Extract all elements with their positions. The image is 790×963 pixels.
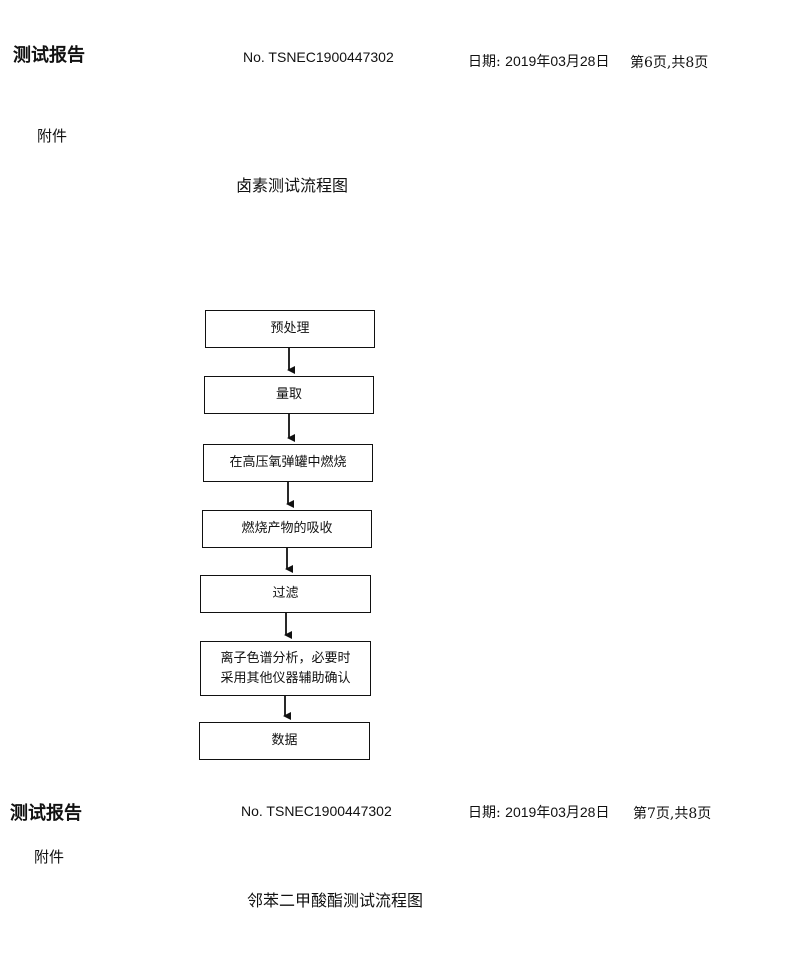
date-label: 日期: <box>468 54 501 70</box>
flow-step-label: 预处理 <box>270 321 310 336</box>
flow-step-absorption: 燃烧产物的吸收 <box>202 510 372 548</box>
page-info-page2: 第7页,共8页 <box>633 806 712 822</box>
flow-step-combustion: 在高压氧弹罐中燃烧 <box>203 444 373 482</box>
report-title-page2: 测试报告 <box>10 803 82 824</box>
report-date: 日期: 2019年03月28日 <box>468 51 609 71</box>
report-number: No. TSNEC1900447302 <box>243 49 394 65</box>
flow-step-data: 数据 <box>199 722 370 760</box>
annex-label-page2: 附件 <box>34 848 65 866</box>
flow-step-label: 在高压氧弹罐中燃烧 <box>229 455 347 470</box>
flow-step-label: 燃烧产物的吸收 <box>241 521 333 536</box>
flow-step-label: 数据 <box>271 733 298 748</box>
annex-label: 附件 <box>37 127 68 145</box>
flow-step-label: 过滤 <box>272 586 299 601</box>
report-date-page2: 日期: 2019年03月28日 <box>468 802 609 822</box>
date-value: 2019年03月28日 <box>505 53 610 69</box>
date-label: 日期: <box>468 805 501 821</box>
report-title: 测试报告 <box>13 45 85 66</box>
flow-step-ion-chromatography: 离子色谱分析，必要时 采用其他仪器辅助确认 <box>200 641 371 696</box>
flow-step-filter: 过滤 <box>200 575 371 613</box>
flow-step-label: 量取 <box>275 387 302 402</box>
flow-step-measure: 量取 <box>204 376 374 414</box>
flowchart-title: 卤素测试流程图 <box>236 176 349 195</box>
flow-step-label: 离子色谱分析，必要时 <box>220 650 351 666</box>
date-value: 2019年03月28日 <box>505 804 610 820</box>
page-info: 第6页,共8页 <box>630 55 709 71</box>
flowchart-title-page2: 邻苯二甲酸酯测试流程图 <box>247 891 424 910</box>
flow-step-pretreatment: 预处理 <box>205 310 375 348</box>
report-number-page2: No. TSNEC1900447302 <box>241 803 392 819</box>
flow-step-label: 采用其他仪器辅助确认 <box>220 670 351 686</box>
